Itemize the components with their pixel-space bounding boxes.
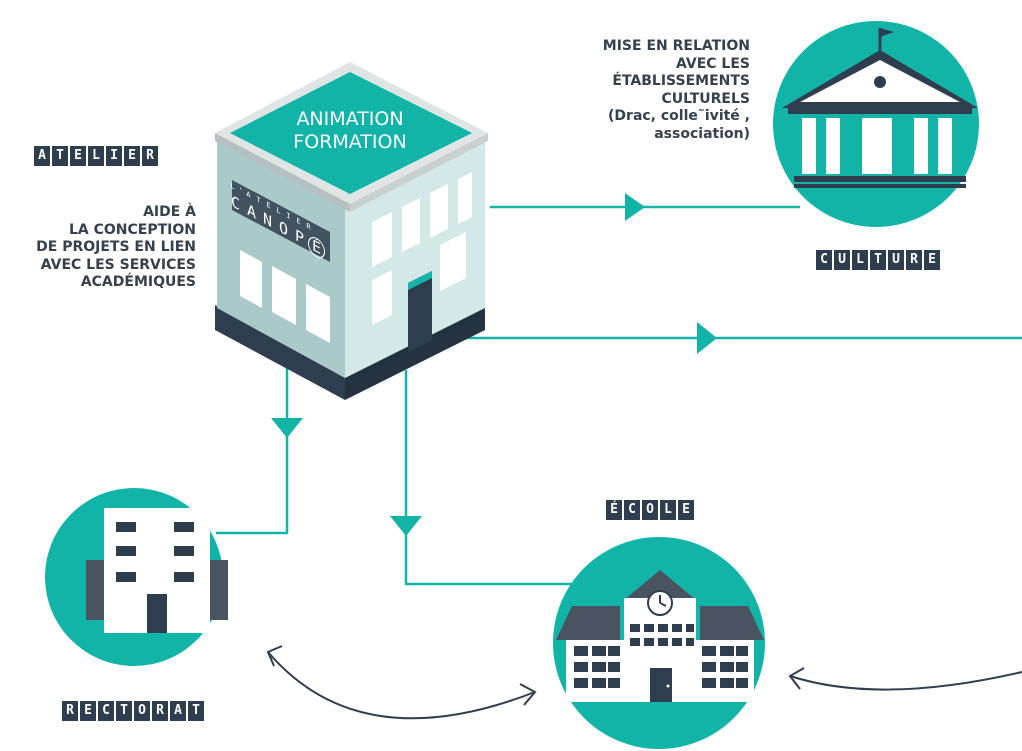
- mise-en-relation-note: MISE EN RELATION AVEC LES ÉTABLISSEMENTS…: [602, 38, 750, 142]
- roof-text: ANIMATION FORMATION: [288, 108, 412, 154]
- arrowheads: [271, 193, 717, 536]
- ecole-label: É C O L E: [606, 500, 694, 520]
- rectorat-label: R E C T O R A T: [62, 701, 204, 721]
- culture-circle: [773, 21, 979, 227]
- line-to-rectorat: [216, 355, 289, 535]
- roof-line-animation: ANIMATION: [296, 108, 404, 130]
- curved-arrow-right-ecole: [789, 671, 1022, 691]
- culture-label: C U L T U R E: [816, 250, 940, 270]
- arrow-right: [697, 322, 717, 354]
- rectorat-circle: [45, 488, 228, 666]
- roof-line-formation: FORMATION: [293, 131, 407, 153]
- aide-conception-note: AIDE À LA CONCEPTION DE PROJETS EN LIEN …: [36, 204, 196, 290]
- arrow-rectorat: [271, 418, 303, 438]
- arrow-culture: [625, 193, 645, 221]
- museum-icon: [782, 28, 978, 188]
- atelier-label: A T E L I E R: [34, 146, 158, 166]
- curved-arrow-rectorat-ecole: [267, 651, 536, 720]
- line-to-ecole: [404, 370, 585, 586]
- ecole-circle: [553, 537, 765, 749]
- curved-arrows: [266, 645, 1022, 720]
- office-building-icon: [86, 508, 228, 633]
- canope-building-icon: [215, 62, 488, 400]
- arrow-ecole: [390, 516, 422, 536]
- school-icon: [556, 570, 764, 702]
